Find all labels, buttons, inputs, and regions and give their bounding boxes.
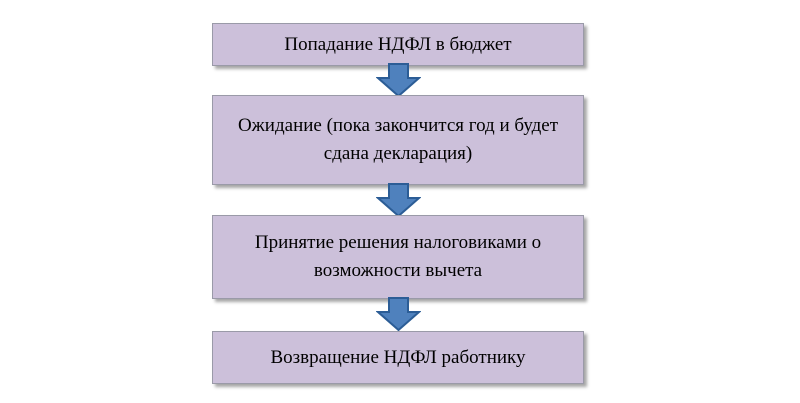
flow-step-3: Принятие решения налоговиками о возможно… [212,215,584,299]
down-arrow-icon [376,183,421,217]
flow-step-2-text: Ожидание (пока закончится год и будет сд… [237,115,559,164]
flow-step-2: Ожидание (пока закончится год и будет сд… [212,95,584,185]
down-arrow-icon [376,63,421,97]
flow-step-1: Попадание НДФЛ в бюджет [212,23,584,66]
flow-step-4: Возвращение НДФЛ работнику [212,331,584,384]
down-arrow-icon [376,297,421,331]
flow-step-1-text: Попадание НДФЛ в бюджет [284,33,512,55]
flow-step-3-text: Принятие решения налоговиками о возможно… [254,232,542,281]
flow-step-4-text: Возвращение НДФЛ работнику [270,346,526,368]
